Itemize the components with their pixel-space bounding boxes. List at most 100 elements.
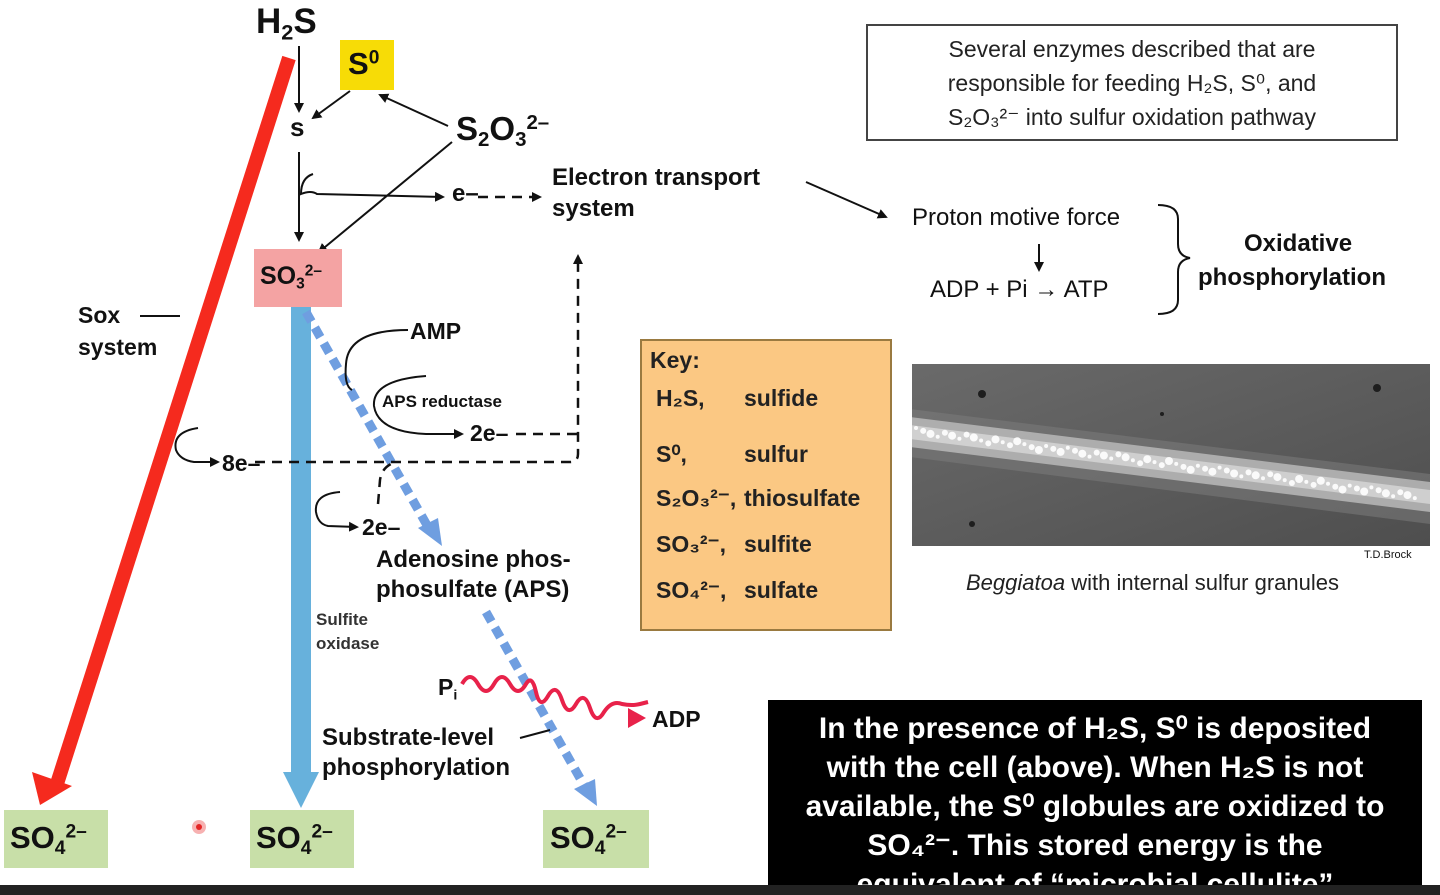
sulfur-granule <box>969 433 978 442</box>
sulfur-granule <box>1397 489 1404 496</box>
note-line3: available, the S⁰ globules are oxidized … <box>805 790 1385 823</box>
h2s-after: S <box>293 2 317 41</box>
pmf-label: Proton motive force <box>912 204 1121 231</box>
substrate-level-line2: phosphorylation <box>322 754 510 781</box>
beggiatoa-micrograph <box>912 364 1430 546</box>
sulfur-granule <box>1245 469 1252 476</box>
thiosulfate-label: S2O32– <box>456 110 549 152</box>
sulfate-label-right: SO42– <box>550 820 627 860</box>
sulfur-granule <box>1056 447 1065 456</box>
info-line2: responsible for feeding H₂S, S⁰, and <box>947 70 1317 96</box>
key-name-1: sulfide <box>744 385 819 411</box>
sulfate-box-left <box>4 810 108 868</box>
sulfur-granule <box>935 434 940 439</box>
info-line3: S₂O₃²⁻ into sulfur oxidation pathway <box>948 104 1316 130</box>
key-formula-1: H₂S, <box>656 385 705 411</box>
sulfur-granule <box>1239 474 1244 479</box>
sulfur-granule <box>948 431 957 440</box>
s-label: s <box>290 112 305 142</box>
sulfur-granule <box>1360 487 1369 496</box>
sulfur-granule <box>1121 453 1130 462</box>
micrograph-caption: Beggiatoa with internal sulfur granules <box>966 570 1339 596</box>
pi-sub: i <box>453 687 458 704</box>
sulfur-granule <box>1115 451 1122 458</box>
sulfur-granule <box>1072 447 1078 454</box>
sulfur-granule <box>1217 465 1222 470</box>
sulfur-granule <box>1202 465 1209 472</box>
thio-b1: S <box>456 110 479 147</box>
key-title: Key: <box>650 347 700 373</box>
eight-e-label: 8e– <box>222 450 261 476</box>
sulfite-sup: 2– <box>304 262 322 280</box>
key-name-2: sulfur <box>744 441 808 467</box>
sulfite-box <box>254 249 342 307</box>
sulfur-granule <box>1186 465 1195 474</box>
note-line2: with the cell (above). When H₂S is not <box>826 751 1364 784</box>
sox-system-arrow <box>32 55 296 805</box>
sulfur-granule <box>1000 440 1005 445</box>
h2s-sub: 2 <box>281 19 294 45</box>
key-name-4: sulfite <box>744 531 812 557</box>
sulfur-granule <box>1137 460 1144 467</box>
sulfate-sup: 2– <box>605 821 627 843</box>
sulfur-granule <box>926 429 935 438</box>
sulfur-granule <box>1078 449 1087 458</box>
sulfite-label: SO32– <box>260 262 322 294</box>
sox-label-line1: Sox <box>78 302 121 328</box>
key-formula-5: SO₄²⁻, <box>656 577 727 603</box>
key-box: Key: H₂S, sulfide S⁰, sulfur S₂O₃²⁻, thi… <box>640 339 892 631</box>
sulfur-granule <box>1223 467 1230 474</box>
note-line1: In the presence of H₂S, S⁰ is deposited <box>818 712 1372 745</box>
sulfur-granule <box>1028 444 1035 451</box>
h2s-label: H2S <box>256 2 317 46</box>
aps-reductase-label: APS reductase <box>382 392 502 411</box>
sulfur-granule <box>1353 485 1360 492</box>
sulfur-granule <box>991 435 1000 444</box>
sulfur-granule <box>1195 463 1200 468</box>
sulfate-sup: 2– <box>311 821 333 843</box>
sulfur-granule <box>1391 494 1396 499</box>
sulfur-granule <box>1375 487 1382 494</box>
sulfate-sup: 2– <box>65 821 87 843</box>
info-line1: Several enzymes described that are <box>948 36 1316 62</box>
key-formula-3: S₂O₃²⁻, <box>656 485 737 511</box>
ets-label-line1: Electron transport <box>552 164 761 191</box>
sulfur-granule <box>1099 451 1108 460</box>
adp-label: ADP <box>652 706 701 732</box>
two-e-label-upper: 2e– <box>470 420 509 446</box>
sulfur-granule <box>1130 458 1135 463</box>
sulfur-granule <box>1165 457 1173 465</box>
pi-wavy-arrow <box>460 675 649 720</box>
sulfur-granule <box>1304 479 1309 484</box>
sulfate-label-left: SO42– <box>10 820 87 860</box>
bottom-bar <box>0 885 1440 895</box>
sulfate-box-middle <box>250 810 354 868</box>
sulfate-label-middle: SO42– <box>256 820 333 860</box>
sulfur-granule <box>1282 478 1287 483</box>
sulfur-granule <box>1338 485 1347 494</box>
sulfur-granule <box>1208 467 1217 476</box>
sulfate-sub: 4 <box>594 837 606 859</box>
sulfate-sub: 4 <box>300 837 312 859</box>
sulfur-granule <box>1403 491 1412 500</box>
pointer-dot <box>192 820 206 834</box>
micrograph-credit: T.D.Brock <box>1364 549 1412 561</box>
sulfur-granule <box>1143 455 1152 464</box>
sulfur-granule <box>1022 442 1027 447</box>
thio-s1: 2 <box>478 128 490 152</box>
caption-rest: with internal sulfur granules <box>1065 570 1340 595</box>
sulfate-base: SO <box>550 820 595 855</box>
key-formula-4: SO₃²⁻, <box>656 531 727 557</box>
aps-pathway-arrow <box>302 309 597 806</box>
key-name-5: sulfate <box>744 577 819 603</box>
sulfur-granule <box>1310 481 1317 488</box>
thio-s2: 3 <box>515 128 527 152</box>
aps-label-line1: Adenosine phos- <box>376 546 571 573</box>
oxphos-line2: phosphorylation <box>1198 264 1386 291</box>
substrate-level-line1: Substrate-level <box>322 724 495 751</box>
aps-label-line2: phosulfate (APS) <box>376 576 570 603</box>
sulfur-granule <box>1065 445 1070 450</box>
sulfur-granule <box>1007 442 1013 449</box>
